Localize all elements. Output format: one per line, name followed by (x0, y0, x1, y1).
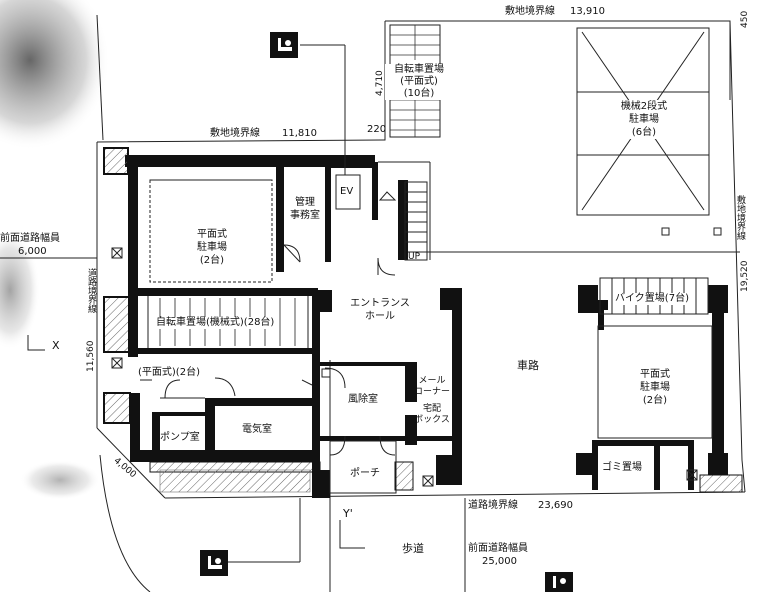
windbreak-label: 風除室 (348, 394, 378, 405)
bottom-road-width-dim: 25,000 (482, 556, 517, 567)
scan-smudge (0, 230, 40, 350)
axis-x-label: X (52, 339, 60, 352)
vent-icon (111, 247, 698, 487)
triangle-marker (27, 191, 397, 549)
motorbike-label: バイク置場(7台) (615, 293, 689, 305)
flat-parking-left-label: 平面式 駐車場 (2台) (197, 229, 227, 266)
bike-parking-flat-label: 自転車置場 (平面式) (10台) (385, 64, 453, 100)
entrance-hall-label: エントランス ホール (350, 298, 410, 322)
camera-icon (200, 550, 228, 576)
mail-corner-label: メール コーナー (413, 376, 450, 397)
driveway-label: 車路 (517, 359, 539, 372)
camera-icon (270, 32, 298, 58)
lot-line-bottom-dim: 23,690 (538, 500, 573, 511)
bike-mech-label: 自転車置場(機械式)(28台) (156, 317, 275, 329)
left-road-width-label: 前面道路幅員 (0, 233, 60, 244)
up-label: UP (408, 252, 421, 262)
lot-line-left-label: 道路境界線 (86, 268, 96, 313)
lot-line-right-dim: 19,520 (740, 260, 750, 293)
left-road-width-dim: 6,000 (18, 246, 47, 257)
camera-leader-lines (228, 44, 346, 563)
road-curb-curve (99, 454, 151, 592)
lot-line-right-label: 敷地境界線 (735, 195, 745, 240)
site-boundary (96, 14, 746, 499)
camera-icon (545, 572, 573, 592)
delivery-box-label: 宅配 ボックス (414, 404, 450, 425)
garbage-label: ゴミ置場 (602, 462, 642, 473)
lot-line-top-left-label: 敷地境界線 (210, 128, 260, 139)
scan-smudge (0, 0, 110, 150)
flat-parking-right-label: 平面式 駐車場 (2台) (640, 369, 670, 406)
lot-line-top-left-dim: 11,810 (282, 128, 317, 139)
lot-line-bottom-label: 道路境界線 (468, 500, 518, 511)
lot-line-notch-dim: 220 (367, 124, 387, 135)
mech-parking-label: 機械2段式 駐車場 (6台) (608, 100, 680, 139)
lot-line-top-right-dim: 13,910 (570, 6, 605, 17)
electrical-room-label: 電気室 (242, 424, 272, 435)
porch-label: ポーチ (350, 468, 380, 479)
scan-smudge (20, 460, 100, 500)
sidewalk-label: 歩道 (402, 542, 424, 555)
lot-line-top-label: 敷地境界線 (505, 6, 555, 17)
pump-room-label: ポンプ室 (160, 432, 200, 443)
mgmt-office-label: 管理 事務室 (290, 197, 320, 221)
building-walls (103, 147, 743, 498)
lot-line-left-dim: 11,560 (86, 340, 96, 373)
lot-line-step-dim: 4,710 (375, 70, 385, 96)
bottom-road-width-label: 前面道路幅員 (468, 543, 528, 554)
lot-line-corner-dim: 450 (740, 10, 750, 28)
interior-lines (140, 161, 740, 494)
bike-flat-small-label: (平面式)(2台) (138, 367, 200, 379)
ev-label: EV (340, 186, 354, 197)
axis-y-label: Y' (343, 507, 353, 520)
